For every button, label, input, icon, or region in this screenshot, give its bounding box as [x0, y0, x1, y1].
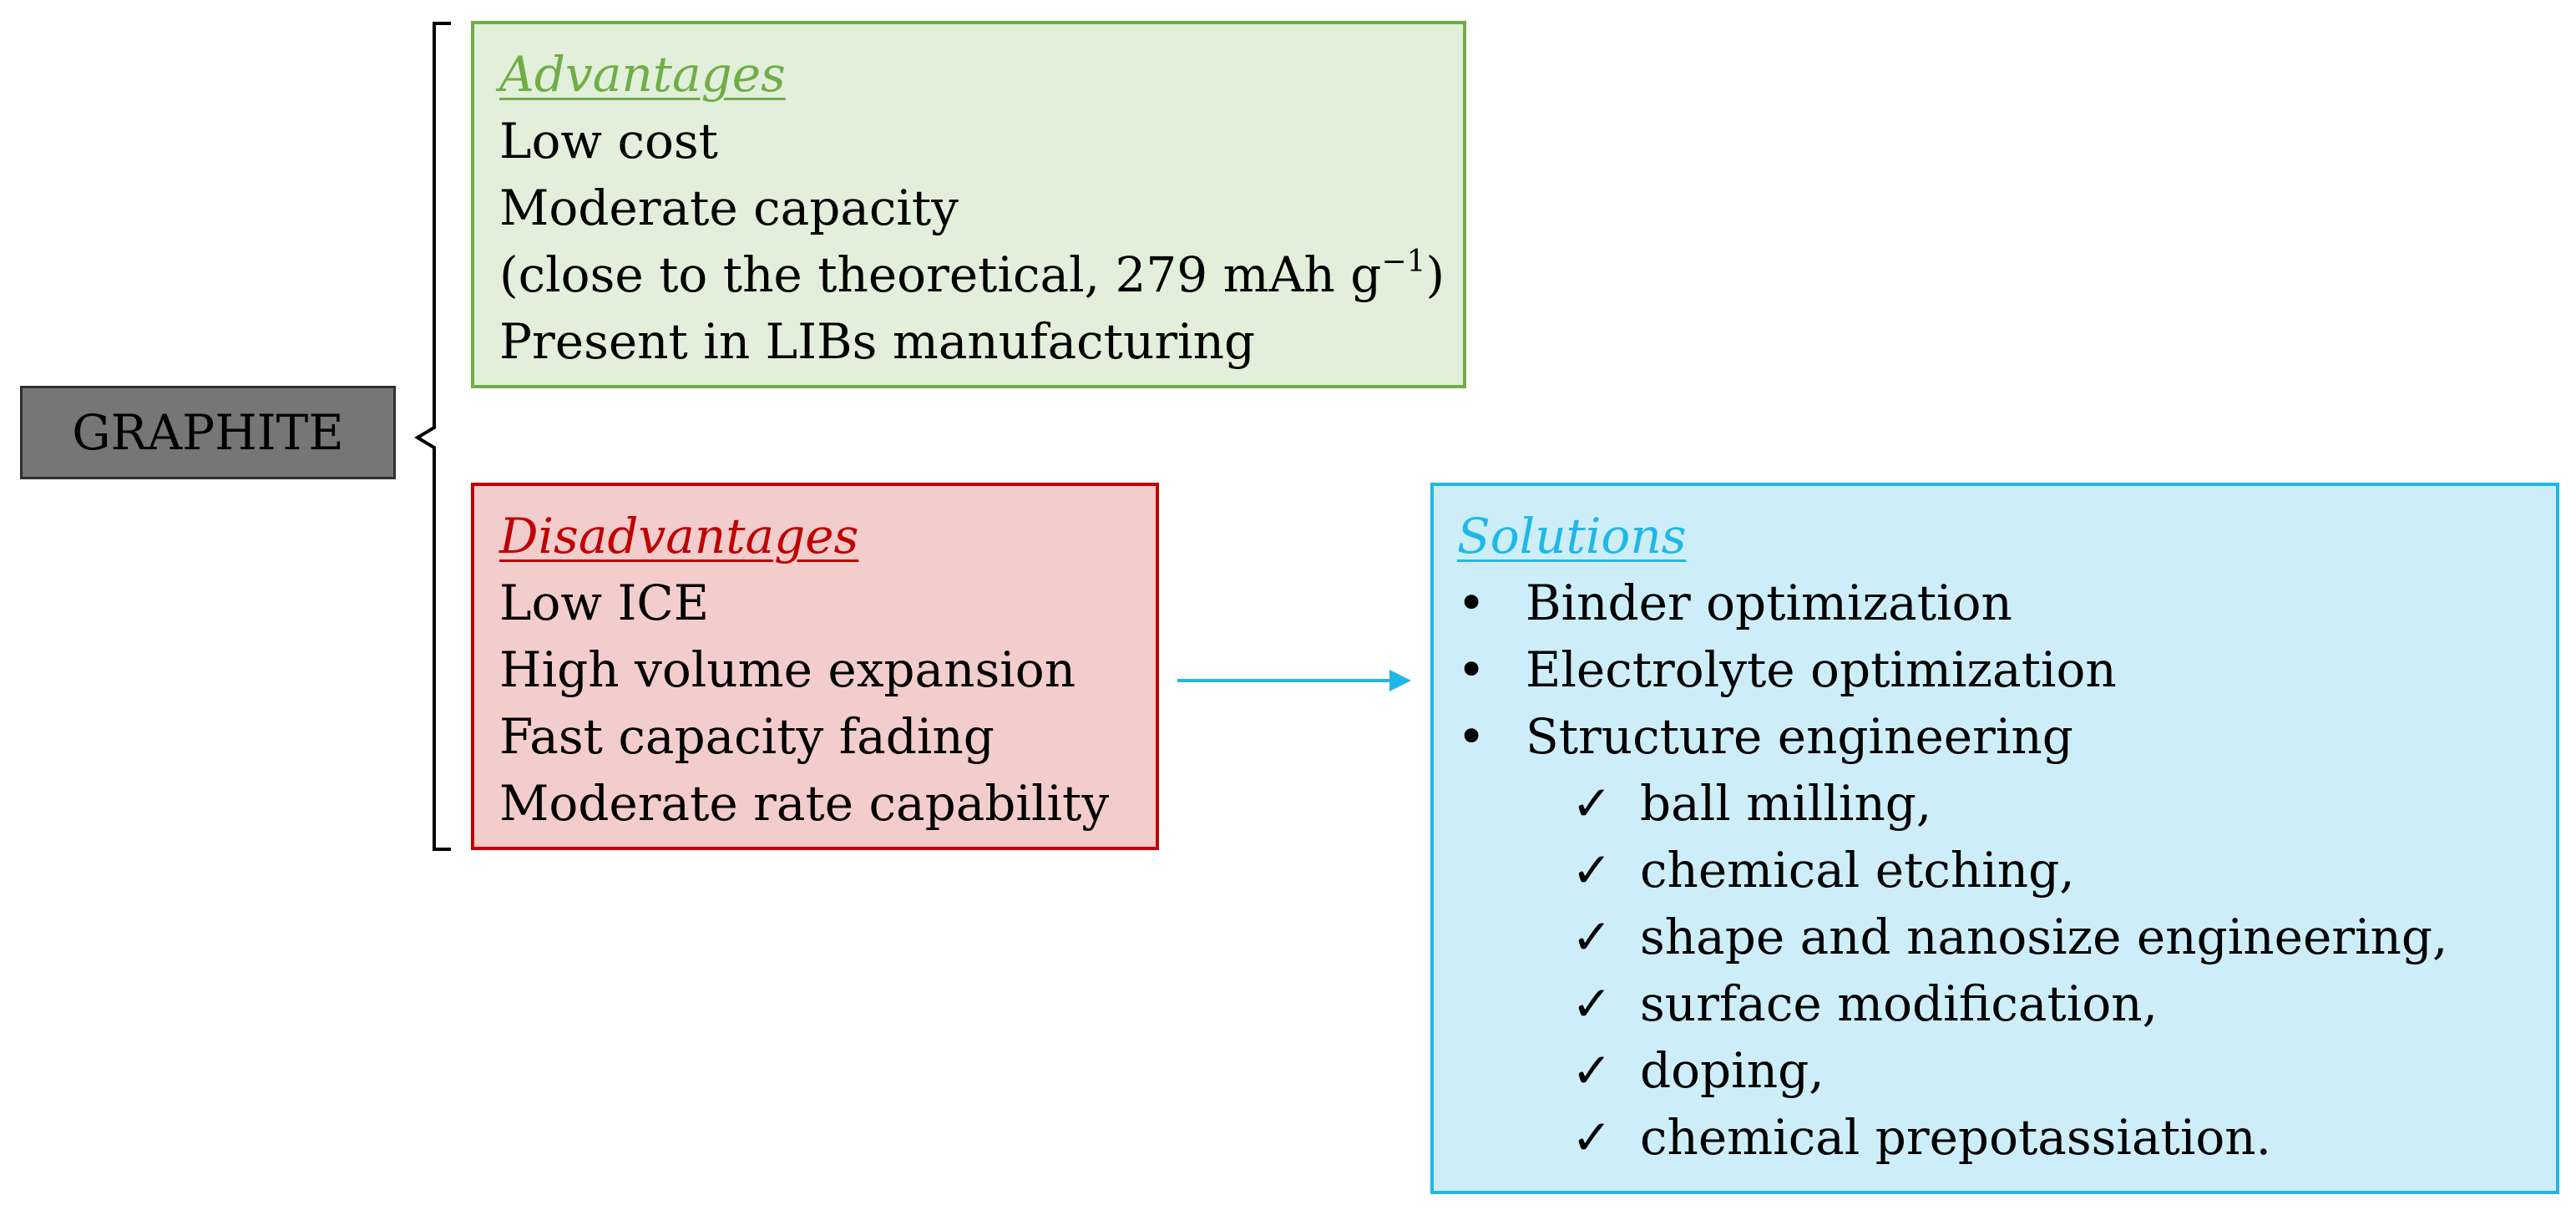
check-icon: ✓ — [1571, 1109, 1612, 1166]
solution-bullet-item: • Binder optimization — [1457, 570, 2556, 636]
solution-sub-text: ball milling, — [1640, 775, 1932, 832]
solution-sub-item: ✓ shape and nanosize engineering, — [1457, 904, 2556, 970]
solution-bullet-text: Electrolyte optimization — [1526, 641, 2117, 698]
solutions-box: Solutions • Binder optimization • Electr… — [1430, 483, 2559, 1194]
disadvantages-heading: Disadvantages — [499, 508, 859, 564]
solution-sub-item: ✓ doping, — [1457, 1037, 2556, 1104]
check-icon: ✓ — [1571, 842, 1612, 899]
unit-superscript: −1 — [1381, 245, 1426, 279]
closing-paren: ) — [1425, 246, 1445, 303]
bullet-icon: • — [1457, 641, 1486, 698]
bullet-icon: • — [1457, 575, 1486, 631]
graphite-label: GRAPHITE — [72, 404, 344, 461]
check-icon: ✓ — [1571, 975, 1612, 1032]
solution-bullet-text: Structure engineering — [1526, 708, 2073, 765]
solution-sub-item: ✓ chemical etching, — [1457, 837, 2556, 904]
bracket — [414, 22, 451, 851]
disadvantages-box: Disadvantages Low ICE High volume expans… — [471, 483, 1159, 850]
check-icon: ✓ — [1571, 909, 1612, 965]
disadvantage-item: High volume expansion — [499, 641, 1076, 698]
advantages-heading: Advantages — [499, 46, 786, 103]
disadvantage-item: Moderate rate capability — [499, 775, 1110, 832]
solution-sub-text: shape and nanosize engineering, — [1640, 909, 2448, 965]
graphite-box: GRAPHITE — [20, 386, 396, 479]
advantage-item: Moderate capacity — [499, 180, 959, 236]
solution-bullet-item: • Structure engineering — [1457, 703, 2556, 770]
advantage-item: Present in LIBs manufacturing — [499, 313, 1256, 370]
solution-sub-item: ✓ surface modification, — [1457, 970, 2556, 1037]
solution-sub-text: chemical prepotassiation. — [1640, 1109, 2272, 1166]
disadvantage-item: Low ICE — [499, 575, 710, 631]
check-icon: ✓ — [1571, 1042, 1612, 1099]
check-icon: ✓ — [1571, 775, 1612, 832]
solution-sub-text: surface modification, — [1640, 975, 2158, 1032]
bullet-icon: • — [1457, 708, 1486, 765]
advantage-item-text: (close to the theoretical, 279 mAh g — [499, 246, 1382, 303]
solution-sub-item: ✓ ball milling, — [1457, 770, 2556, 837]
advantage-item: Low cost — [499, 113, 718, 170]
advantages-box: Advantages Low cost Moderate capacity (c… — [471, 21, 1466, 388]
disadvantage-item: Fast capacity fading — [499, 708, 994, 765]
arrow-head — [1389, 670, 1411, 691]
solution-sub-item: ✓ chemical prepotassiation. — [1457, 1104, 2556, 1171]
solution-bullet-item: • Electrolyte optimization — [1457, 636, 2556, 703]
solution-sub-text: doping, — [1640, 1042, 1824, 1099]
solution-sub-text: chemical etching, — [1640, 842, 2075, 899]
solutions-heading: Solutions — [1457, 508, 1687, 564]
solution-bullet-text: Binder optimization — [1526, 575, 2012, 631]
advantage-item: (close to the theoretical, 279 mAh g−1) — [499, 241, 1463, 308]
